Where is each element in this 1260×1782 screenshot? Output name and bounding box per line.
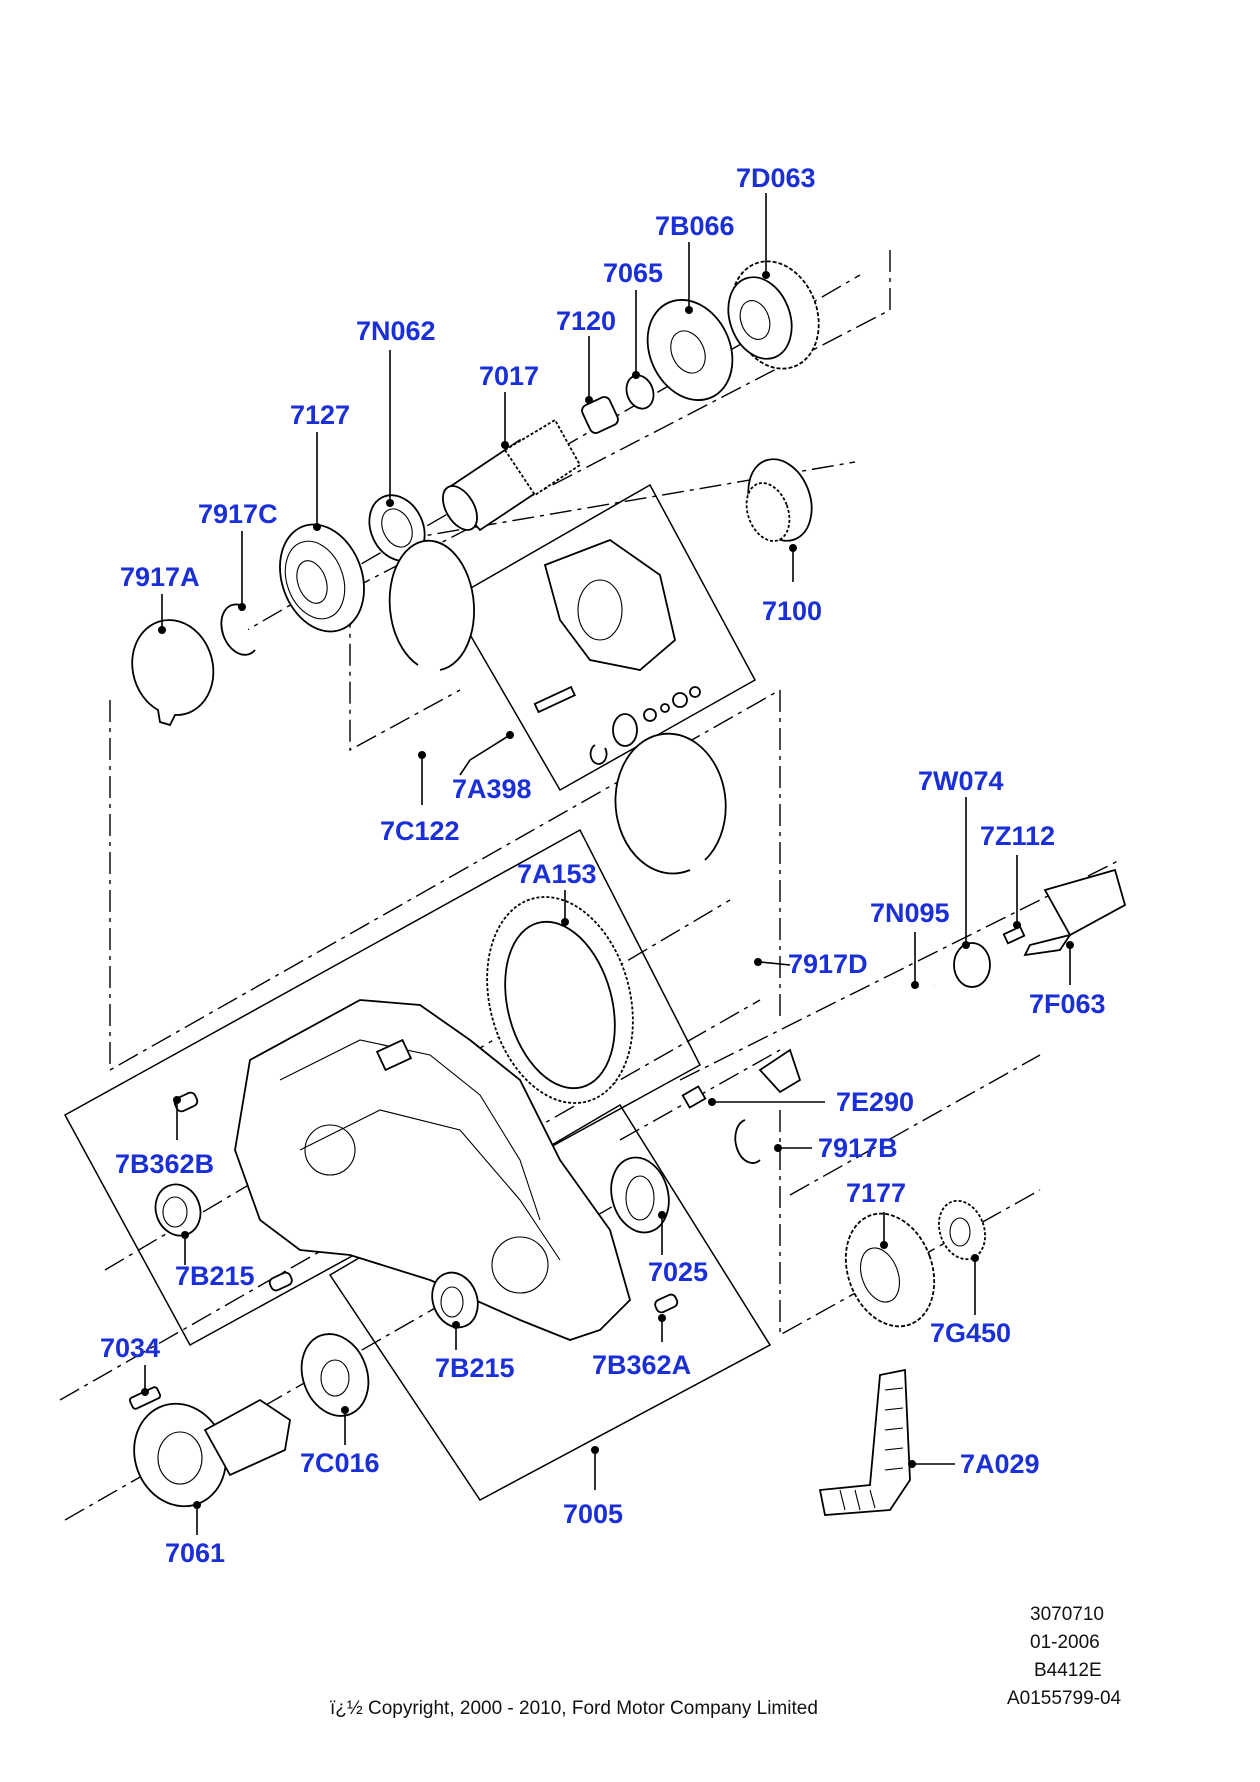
part-label-7917a[interactable]: 7917A	[120, 562, 200, 592]
chain-7a029	[818, 1368, 911, 1516]
part-label-7917c[interactable]: 7917C	[198, 499, 278, 529]
gear-7d063	[727, 260, 820, 370]
lever-7f063	[1023, 868, 1127, 957]
part-label-7177[interactable]: 7177	[846, 1178, 906, 1208]
seal-7b215-mid	[431, 1271, 479, 1329]
part-label-7065[interactable]: 7065	[603, 258, 663, 288]
gear-7g450	[938, 1199, 986, 1261]
part-label-7c016[interactable]: 7C016	[300, 1448, 380, 1478]
seal-7n062	[368, 494, 426, 562]
dowel-7b362b	[173, 1091, 199, 1113]
part-label-7127[interactable]: 7127	[290, 400, 350, 430]
part-label-7061[interactable]: 7061	[165, 1538, 225, 1568]
ring-7065	[625, 374, 655, 410]
transfer-case-7005	[234, 999, 632, 1341]
input-shaft-7017	[442, 418, 582, 532]
part-label-7917b[interactable]: 7917B	[818, 1133, 898, 1163]
snap-ring-7917c	[220, 603, 256, 656]
part-label-7025[interactable]: 7025	[648, 1257, 708, 1287]
seal-7b215-left	[154, 1183, 202, 1237]
flange-7061	[133, 1398, 291, 1508]
part-label-7c122[interactable]: 7C122	[380, 816, 460, 846]
part-label-7034[interactable]: 7034	[100, 1333, 160, 1363]
snap-ring-7917a	[131, 619, 215, 727]
part-label-7a153[interactable]: 7A153	[517, 859, 597, 889]
dowel-left-lower	[268, 1271, 293, 1292]
part-label-7b066[interactable]: 7B066	[655, 211, 735, 241]
part-label-7a398[interactable]: 7A398	[452, 774, 532, 804]
part-label-7g450[interactable]: 7G450	[930, 1318, 1011, 1348]
reference-block: 3070710 01-2006 B4412E A0155799-04	[1007, 1604, 1122, 1709]
part-label-7b362b[interactable]: 7B362B	[115, 1149, 214, 1179]
part-number-labels: 7D063 7B066 7065 7120 7N062 7017 7127 79…	[100, 163, 1106, 1568]
part-label-7f063[interactable]: 7F063	[1029, 989, 1106, 1019]
part-label-7b215-left[interactable]: 7B215	[175, 1261, 255, 1291]
part-label-7e290[interactable]: 7E290	[836, 1087, 914, 1117]
reference-line-3: B4412E	[1034, 1660, 1102, 1681]
shift-rail-7n095	[758, 982, 937, 1094]
reference-line-4: A0155799-04	[1007, 1688, 1122, 1709]
part-label-7120[interactable]: 7120	[556, 306, 616, 336]
part-label-7017[interactable]: 7017	[479, 361, 539, 391]
part-label-7n062[interactable]: 7N062	[356, 316, 436, 346]
thrust-plate-7b066	[646, 299, 734, 401]
snap-ring-7917d	[614, 732, 727, 875]
part-label-7a029[interactable]: 7A029	[960, 1449, 1040, 1479]
reference-line-1: 3070710	[1030, 1604, 1104, 1625]
part-label-7100[interactable]: 7100	[762, 596, 822, 626]
ring-7c122	[388, 539, 475, 671]
bushing-7w074	[953, 942, 991, 988]
shift-fork-7a398	[533, 538, 701, 765]
sleeve-7100	[745, 458, 813, 542]
part-label-7b362a[interactable]: 7B362A	[592, 1350, 691, 1380]
snap-ring-7917b	[734, 1119, 761, 1164]
part-label-7917d[interactable]: 7917D	[788, 949, 868, 979]
parts-artwork	[128, 260, 1127, 1516]
dowel-7b362a	[654, 1293, 679, 1314]
copyright-notice: ï¿½ Copyright, 2000 - 2010, Ford Motor C…	[330, 1698, 818, 1719]
part-label-7w074[interactable]: 7W074	[918, 766, 1004, 796]
bushing-7120	[581, 396, 619, 434]
deflector-7c016	[300, 1333, 370, 1417]
ring-gear-7a153	[486, 896, 634, 1104]
bearing-7025	[610, 1156, 670, 1234]
pin-7z112	[1002, 925, 1026, 945]
leader-lines	[141, 193, 1074, 1535]
gear-7177	[844, 1212, 936, 1328]
part-label-7d063[interactable]: 7D063	[736, 163, 816, 193]
part-label-7b215-mid[interactable]: 7B215	[435, 1353, 515, 1383]
part-label-7005[interactable]: 7005	[563, 1499, 623, 1529]
part-label-7n095[interactable]: 7N095	[870, 898, 950, 928]
reference-line-2: 01-2006	[1030, 1632, 1100, 1653]
part-label-7z112[interactable]: 7Z112	[980, 821, 1055, 851]
bearing-7127	[279, 523, 365, 633]
pad-7e290	[681, 1085, 707, 1109]
